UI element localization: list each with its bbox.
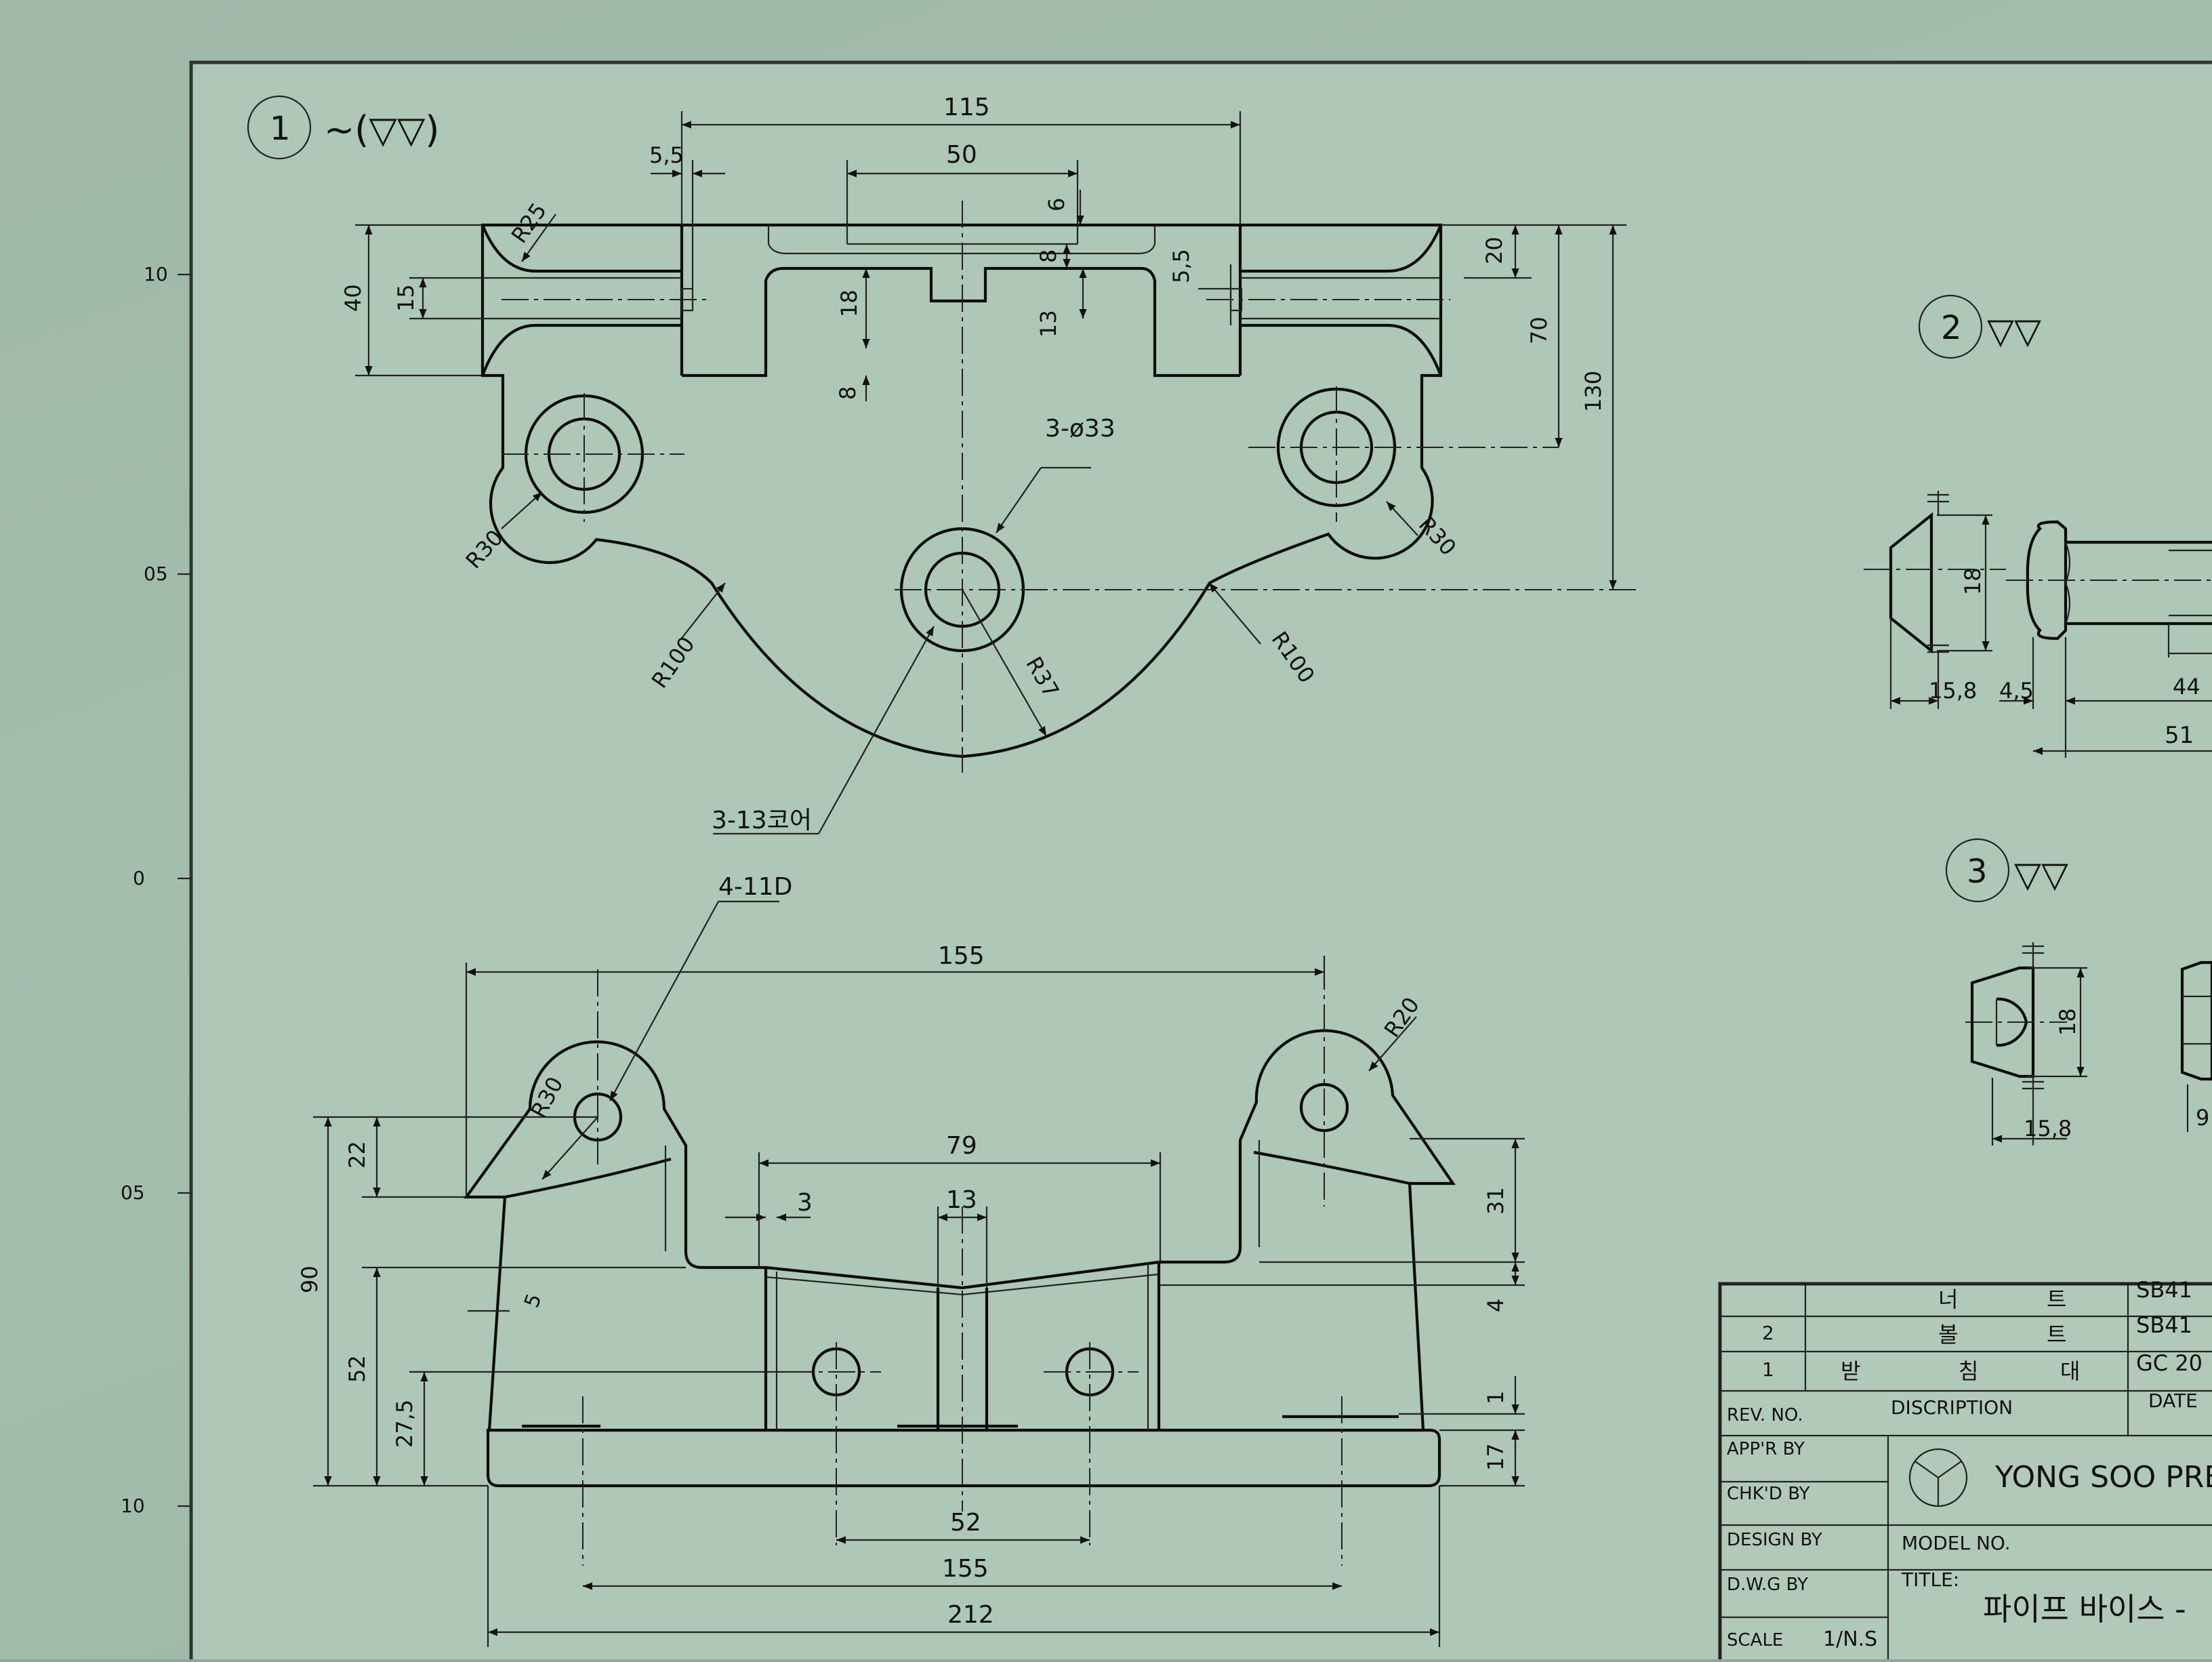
date-label: DATE — [2148, 1390, 2198, 1412]
dim-18-top: 18 — [836, 289, 862, 317]
dim-15: 15 — [393, 284, 419, 312]
scale-value: 1/N.S — [1823, 1627, 1877, 1651]
bom-row1-material: GC 20 — [2136, 1350, 2203, 1376]
part3-finish-symbol: ▽▽ — [2014, 855, 2068, 895]
bom-row2-desc-1: 볼 — [1938, 1322, 1958, 1347]
bom-row1-desc-1: 받 — [1841, 1358, 1860, 1384]
part2-dim-15-8: 15,8 — [1929, 678, 1977, 704]
title-label: TITLE: — [1901, 1568, 1959, 1591]
scale-label: SCALE — [1727, 1630, 1783, 1650]
view2-front-view: 4-11D 155 R20 R30 79 3 13 22 90 — [297, 873, 1525, 1647]
dim-27-5: 27,5 — [392, 1400, 417, 1448]
zone-mark-4: 05 — [121, 1181, 145, 1204]
bom-row2-material: SB41 — [2136, 1312, 2192, 1338]
dim-5-5-top: 5,5 — [649, 142, 684, 168]
bom-row1-no: 1 — [1762, 1358, 1774, 1381]
zone-mark-1: 10 — [144, 263, 168, 285]
dim-3-13-core: 3-13코어 — [712, 807, 812, 834]
part2-dim-51: 51 — [2165, 722, 2194, 749]
drawing-title: 파이프 바이스 - — [1983, 1591, 2186, 1627]
dim-13-top: 13 — [1036, 310, 1061, 338]
dim-40: 40 — [340, 284, 366, 312]
dim-90: 90 — [297, 1265, 323, 1293]
zone-mark-5: 10 — [121, 1495, 145, 1517]
dim-79: 79 — [946, 1132, 977, 1160]
part2-dim-44: 44 — [2173, 674, 2200, 700]
part2-dim-4-5: 4,5 — [1999, 678, 2034, 704]
bom-row2-no: 2 — [1762, 1322, 1774, 1344]
view1-number: 1 — [270, 110, 291, 148]
bom-row1-desc-3: 대 — [2060, 1358, 2080, 1384]
bom-row3-desc-1: 너 — [1938, 1286, 1958, 1312]
dim-13-front: 13 — [946, 1186, 977, 1214]
dim-4-11d: 4-11D — [718, 873, 792, 901]
appr-by-label: APP'R BY — [1727, 1439, 1805, 1459]
dim-52-horizontal: 52 — [950, 1509, 981, 1537]
chkd-by-label: CHK'D BY — [1727, 1484, 1810, 1504]
part3-nut: 3 ▽▽ 18 15,8 9 — [1945, 838, 2212, 1146]
dim-212: 212 — [947, 1601, 994, 1629]
dim-1: 1 — [1483, 1391, 1509, 1404]
discription-label: DISCRIPTION — [1891, 1396, 2013, 1419]
dim-22: 22 — [344, 1141, 370, 1169]
rev-no-label: REV. NO. — [1727, 1405, 1803, 1425]
dim-50: 50 — [946, 141, 977, 169]
zone-mark-3: 0 — [133, 867, 145, 889]
view1-finish-symbol: ~(▽▽) — [324, 108, 439, 151]
dim-52-vertical: 52 — [344, 1355, 370, 1383]
part2-number: 2 — [1941, 309, 1962, 347]
view1-balloon — [247, 95, 312, 160]
part3-number: 3 — [1967, 853, 1988, 891]
title-block: 너 트 SB41 2 볼 트 SB41 1 받 침 대 GC 20 REV. N… — [1718, 1277, 2212, 1662]
dim-115: 115 — [943, 94, 990, 121]
part2-bolt: 2 ▽▽ 18 15,8 4,5 44 51 — [1864, 294, 2212, 758]
part3-balloon — [1945, 838, 2010, 903]
bom-row3-desc-2: 트 — [2047, 1286, 2066, 1312]
part2-dim-18: 18 — [1960, 567, 1986, 595]
dim-130: 130 — [1580, 371, 1606, 412]
model-no-label: MODEL NO. — [1902, 1532, 2011, 1554]
dim-20: 20 — [1481, 237, 1507, 264]
part3-dim-15-8: 15,8 — [2024, 1116, 2072, 1141]
design-by-label: DESIGN BY — [1727, 1530, 1822, 1550]
part2-finish-symbol: ▽▽ — [1987, 311, 2041, 352]
dim-17: 17 — [1483, 1443, 1509, 1471]
dim-8-top: 8 — [1036, 249, 1061, 263]
dim-155-bottom: 155 — [942, 1555, 989, 1583]
company-name: YONG SOO PRECI — [1994, 1460, 2212, 1495]
part2-balloon — [1918, 294, 1983, 359]
dim-31: 31 — [1483, 1187, 1509, 1215]
bom-row1-desc-2: 침 — [1959, 1358, 1978, 1384]
dwg-by-label: D.W.G BY — [1727, 1575, 1808, 1595]
dim-3: 3 — [797, 1189, 813, 1217]
dim-8-lower: 8 — [835, 386, 861, 400]
dim-155-top: 155 — [938, 942, 985, 970]
dim-4: 4 — [1483, 1299, 1509, 1312]
zone-marks: 10 05 0 05 10 — [121, 263, 191, 1517]
dim-5-5-right: 5,5 — [1168, 249, 1194, 283]
zone-mark-2: 05 — [144, 563, 168, 585]
bom-row3-material: SB41 — [2136, 1277, 2192, 1303]
part3-dim-18: 18 — [2055, 1008, 2081, 1036]
dim-6: 6 — [1044, 198, 1069, 211]
dim-3-phi33: 3-ø33 — [1045, 415, 1115, 443]
bom-row2-desc-2: 트 — [2047, 1322, 2066, 1347]
part3-dim-9: 9 — [2196, 1105, 2209, 1131]
dim-70: 70 — [1526, 317, 1552, 344]
